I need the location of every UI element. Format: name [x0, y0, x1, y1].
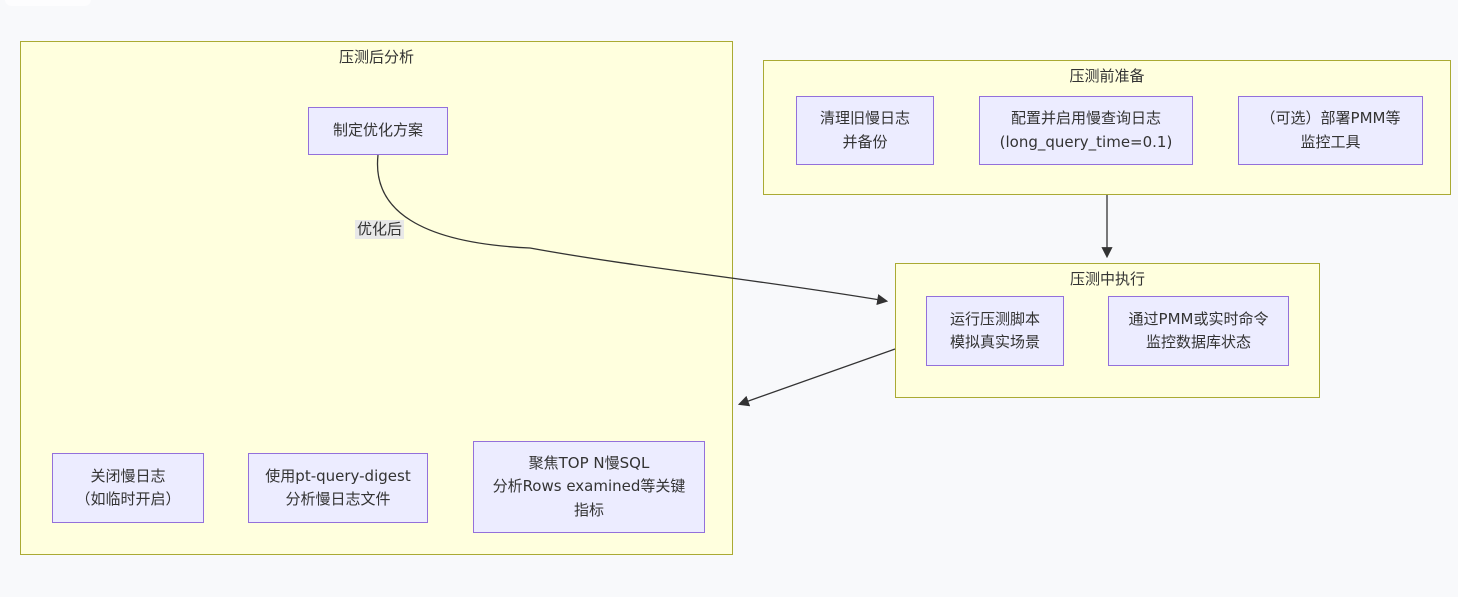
node-text: (long_query_time=0.1) — [999, 132, 1173, 151]
node-make-optimization-plan: 制定优化方案 — [308, 107, 448, 155]
node-top-n-slow-sql: 聚焦TOP N慢SQL 分析Rows examined等关键 指标 — [473, 441, 705, 533]
node-text: 配置并启用慢查询日志 — [1010, 109, 1161, 128]
node-run-stress-script: 运行压测脚本 模拟真实场景 — [926, 296, 1064, 366]
node-text: 分析Rows examined等关键 — [492, 477, 686, 496]
node-text: 使用pt-query-digest — [265, 466, 411, 485]
node-text: （可选）部署PMM等 — [1260, 109, 1401, 128]
node-text: 并备份 — [842, 132, 888, 151]
node-deploy-pmm-monitoring: （可选）部署PMM等 监控工具 — [1238, 96, 1423, 165]
node-pt-query-digest: 使用pt-query-digest 分析慢日志文件 — [248, 453, 428, 523]
edge-label-optimized: 优化后 — [355, 220, 405, 239]
node-text: 模拟真实场景 — [949, 333, 1040, 351]
node-text: 制定优化方案 — [332, 121, 423, 140]
node-enable-slow-query-log: 配置并启用慢查询日志 (long_query_time=0.1) — [979, 96, 1193, 165]
cluster-pre-preparation-title: 压测前准备 — [1069, 67, 1145, 85]
node-text: 监控工具 — [1300, 132, 1361, 151]
node-text: 清理旧慢日志 — [819, 109, 910, 128]
cluster-post-analysis-title: 压测后分析 — [338, 48, 414, 66]
node-text: 监控数据库状态 — [1145, 333, 1251, 351]
node-text: 分析慢日志文件 — [285, 490, 391, 508]
top-left-ui-artifact — [5, 0, 91, 6]
node-text: 关闭慢日志 — [90, 466, 166, 485]
node-text: （如临时开启） — [75, 490, 181, 508]
node-clean-old-slow-log: 清理旧慢日志 并备份 — [796, 96, 934, 165]
cluster-during-execution-title: 压测中执行 — [1069, 270, 1145, 288]
node-text: 运行压测脚本 — [949, 309, 1040, 328]
node-text: 指标 — [573, 500, 604, 519]
node-text: 聚焦TOP N慢SQL — [528, 454, 650, 473]
node-monitor-db-status: 通过PMM或实时命令 监控数据库状态 — [1108, 296, 1289, 366]
edge-during-to-post-arrow — [737, 348, 896, 407]
node-text: 通过PMM或实时命令 — [1128, 309, 1269, 328]
node-close-slow-log: 关闭慢日志 （如临时开启） — [52, 453, 204, 523]
